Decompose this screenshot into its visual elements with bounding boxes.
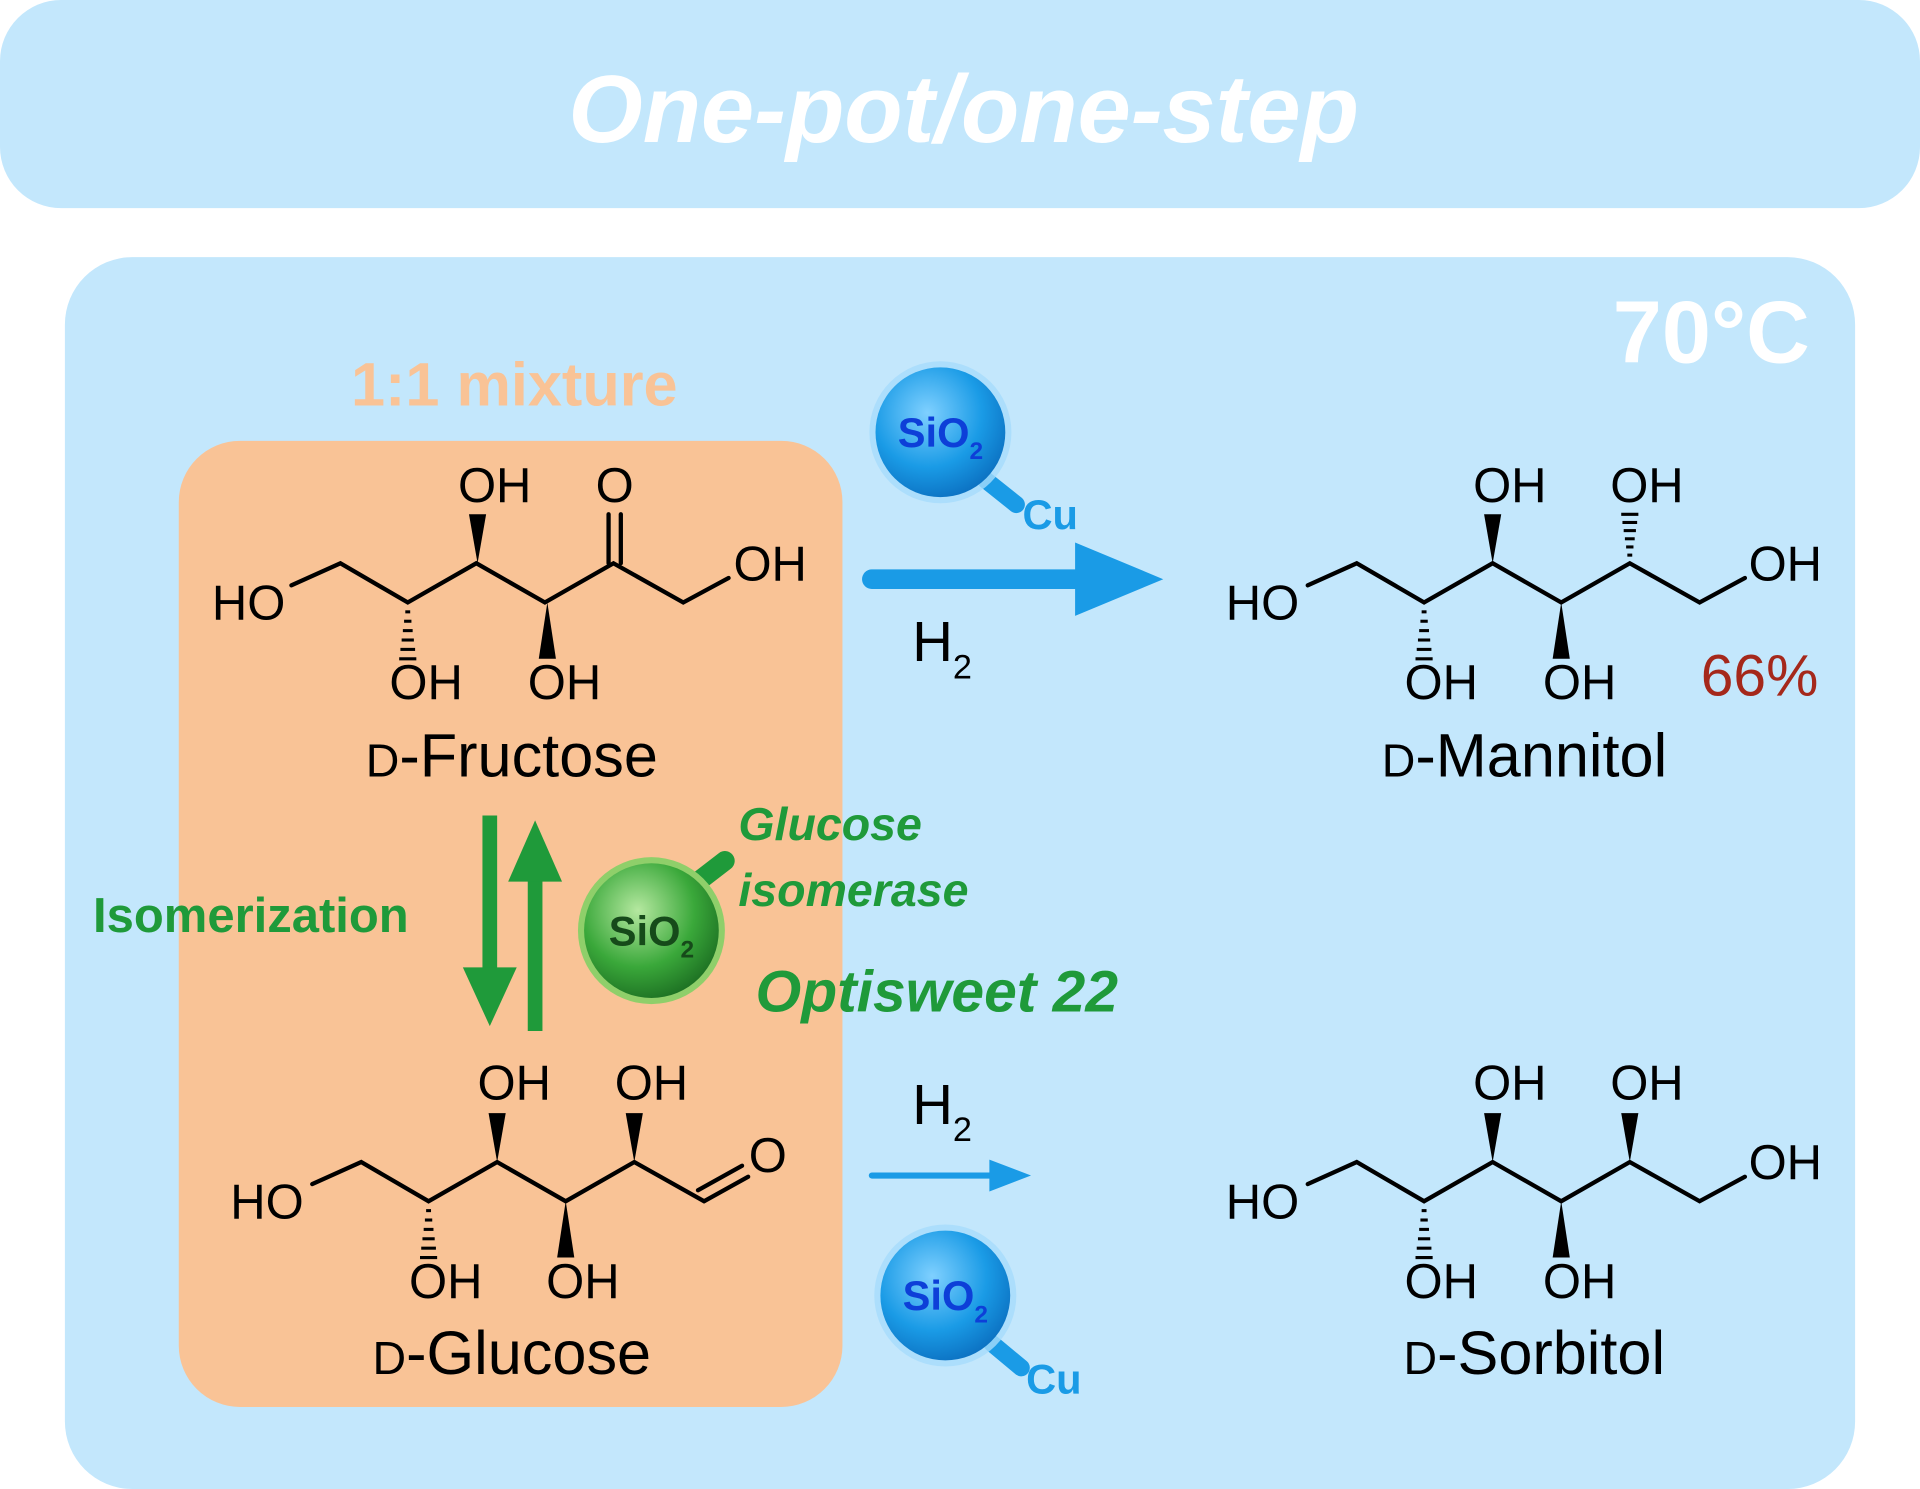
atom-label: HO (1226, 1175, 1299, 1229)
atom-label: OH (528, 656, 601, 710)
fructose-name: D-Fructose (366, 721, 658, 789)
wedge-bond (557, 1201, 575, 1258)
atom-label: O (749, 1129, 787, 1183)
atom-label: OH (546, 1255, 619, 1309)
svg-text:Cu: Cu (1026, 1355, 1082, 1402)
wedge-bond (1484, 1113, 1502, 1163)
svg-text:Cu: Cu (1022, 491, 1078, 538)
atom-label: OH (615, 1057, 688, 1111)
hydrogenation-arrow-mannitol (862, 542, 1164, 616)
enzyme-name-line1: Glucose (738, 798, 922, 850)
atom-label: OH (1404, 1255, 1477, 1309)
svg-text:SiO2: SiO2 (903, 1272, 988, 1328)
enzyme-product-name: Optisweet 22 (756, 959, 1119, 1024)
atom-label: HO (1226, 577, 1299, 631)
wedge-bond (538, 602, 556, 659)
atom-label: OH (1473, 1057, 1546, 1111)
hydrogenation-arrow-sorbitol (868, 1159, 1032, 1192)
atom-label: HO (230, 1175, 303, 1229)
cu-sio2-catalyst-top: SiO2 Cu (869, 361, 1078, 538)
h2-label-top: H2 (912, 610, 972, 686)
isomerization-arrows (462, 815, 563, 1032)
svg-text:SiO2: SiO2 (609, 907, 694, 963)
mannitol-structure: HO OH OH OH OH OH (1226, 459, 1822, 710)
atom-label: OH (409, 1255, 482, 1309)
wedge-bond (1552, 1201, 1570, 1258)
glucose-name: D-Glucose (373, 1319, 652, 1387)
fructose-structure: HO OH OH OH O OH (212, 459, 807, 710)
wedge-bond (1484, 514, 1502, 564)
isomerization-label: Isomerization (93, 889, 409, 943)
atom-label: OH (1473, 459, 1546, 513)
temperature-label: 70°C (1613, 282, 1810, 381)
atom-label: OH (1610, 459, 1683, 513)
mixture-box (178, 440, 843, 1407)
atom-label: OH (1749, 1136, 1822, 1190)
sorbitol-name: D-Sorbitol (1404, 1319, 1666, 1387)
bond-chain (1305, 1159, 1748, 1204)
header-title: One-pot/one-step (568, 57, 1359, 163)
wedge-bond (468, 514, 487, 564)
bond-chain (289, 560, 731, 605)
sorbitol-structure: HO OH OH OH OH OH (1226, 1057, 1822, 1309)
atom-label: HO (212, 577, 285, 631)
bond-chain (1305, 560, 1748, 605)
atom-label: OH (1543, 1255, 1616, 1309)
atom-label: OH (1404, 656, 1477, 710)
wedge-bond (488, 1113, 506, 1163)
wedge-bond (1621, 1113, 1639, 1163)
mannitol-name: D-Mannitol (1382, 721, 1667, 789)
atom-label: OH (733, 537, 806, 591)
cu-sio2-catalyst-bottom: SiO2 Cu (874, 1224, 1082, 1402)
atom-label: O (596, 459, 634, 513)
svg-text:SiO2: SiO2 (898, 409, 983, 465)
glucose-isomerase-catalyst: SiO2 (577, 851, 735, 1005)
bond (701, 1174, 751, 1204)
molecule-bonds (289, 512, 1748, 1260)
wedge-bond (625, 1113, 643, 1163)
wedge-bond (1552, 602, 1570, 659)
header-banner (0, 0, 1920, 209)
atom-label: OH (478, 1057, 551, 1111)
enzyme-name-line2: isomerase (738, 864, 968, 916)
atom-label: OH (1543, 656, 1616, 710)
atom-label: OH (1749, 537, 1822, 591)
h2-label-bottom: H2 (912, 1073, 972, 1149)
bond (695, 1163, 745, 1193)
mannitol-yield: 66% (1701, 644, 1819, 709)
glucose-structure: HO OH OH OH OH O (230, 1057, 787, 1309)
atom-label: OH (458, 459, 531, 513)
atom-label: OH (389, 656, 462, 710)
mixture-label: 1:1 mixture (351, 350, 678, 418)
atom-label: OH (1610, 1057, 1683, 1111)
